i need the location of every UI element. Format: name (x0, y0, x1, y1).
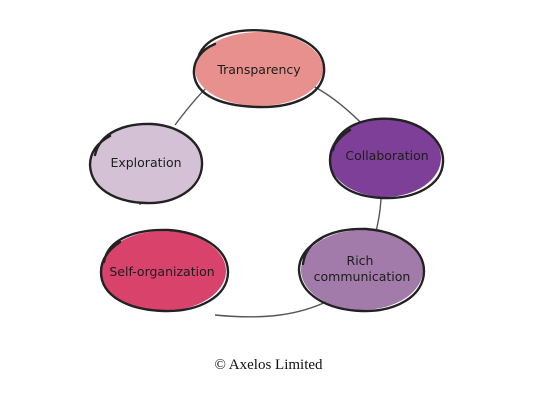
node-transparency-bubble (195, 32, 323, 106)
node-self-organization: Self-organization (99, 228, 230, 313)
node-rich-communication-bubble (301, 230, 423, 310)
node-transparency-outline (192, 29, 326, 109)
node-collaboration: Collaboration (328, 117, 445, 200)
node-self-organization-bubble (100, 231, 226, 311)
node-self-organization-label: Self-organization (109, 264, 214, 279)
node-rich-communication: Rich communication (297, 227, 426, 313)
node-collaboration-label: Collaboration (345, 148, 428, 163)
node-exploration-outline (88, 122, 204, 205)
node-collaboration-bubble (329, 119, 441, 197)
node-transparency: Transparency (192, 29, 326, 109)
node-exploration-label: Exploration (110, 155, 181, 170)
node-exploration-bubble (91, 124, 201, 204)
node-collaboration-outline (328, 117, 445, 200)
node-rich-communication-label-line2: communication (314, 269, 411, 284)
node-rich-communication-outline (297, 227, 426, 313)
node-rich-communication-label-line1: Rich (347, 253, 374, 268)
node-self-organization-outline (99, 228, 230, 313)
node-exploration: Exploration (88, 122, 204, 205)
copyright-credit: © Axelos Limited (214, 357, 323, 373)
node-transparency-label: Transparency (216, 62, 301, 77)
